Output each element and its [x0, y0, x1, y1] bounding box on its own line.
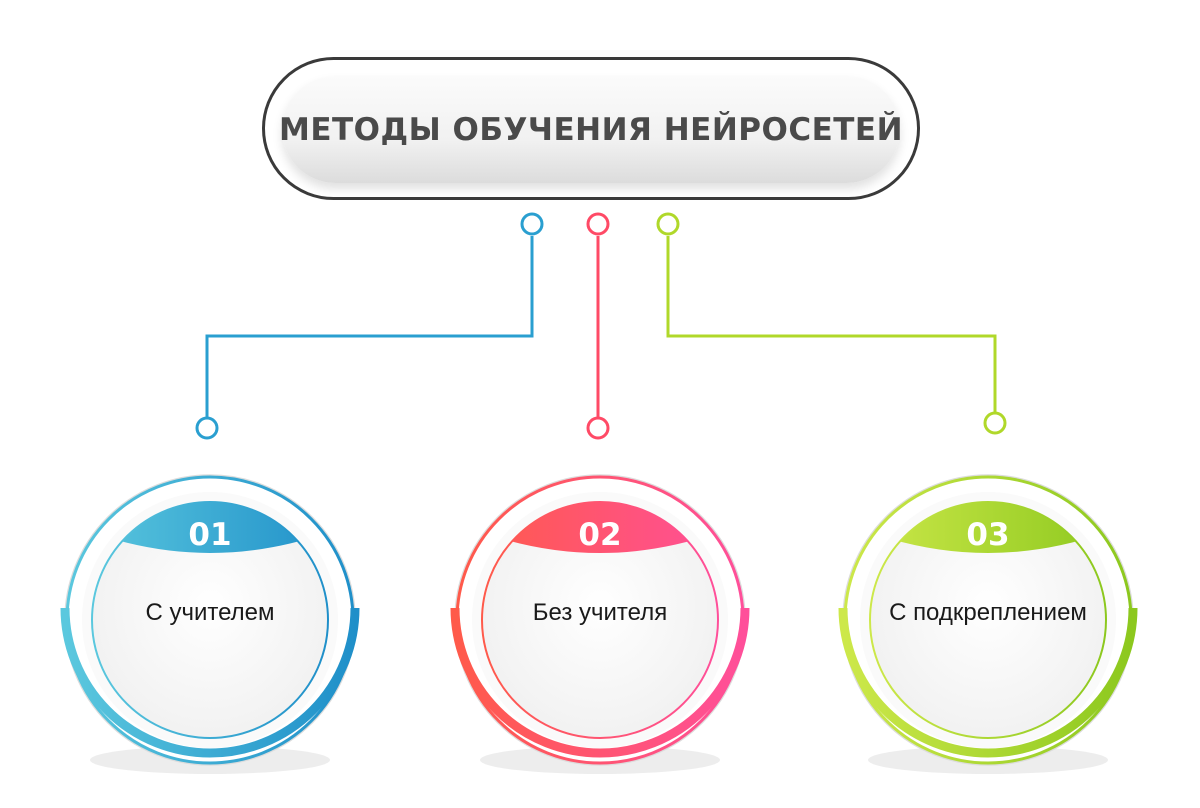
method-label: С учителем: [145, 599, 275, 626]
connector-green: [666, 236, 997, 412]
method-number: 03: [966, 517, 1010, 553]
connector-dot-green-top: [656, 212, 680, 236]
method-number: 01: [188, 517, 232, 553]
connector-dot-blue-top: [520, 212, 544, 236]
connector-blue: [205, 236, 534, 417]
connector-dot-green-bottom: [983, 411, 1007, 435]
method-number: 02: [578, 517, 622, 553]
method-node-3: 03 С подкреплением: [838, 460, 1138, 790]
title-pill: МЕТОДЫ ОБУЧЕНИЯ НЕЙРОСЕТЕЙ: [278, 76, 904, 183]
method-node-1: 01 С учителем: [60, 460, 360, 790]
diagram-title: МЕТОДЫ ОБУЧЕНИЯ НЕЙРОСЕТЕЙ: [278, 111, 904, 148]
method-label: Без учителя: [532, 599, 668, 626]
method-node-2: 02 Без учителя: [450, 460, 750, 790]
connector-dot-red-bottom: [586, 416, 610, 440]
connector-dot-blue-bottom: [195, 416, 219, 440]
method-label: С подкреплением: [889, 599, 1087, 626]
connector-dot-red-top: [586, 212, 610, 236]
